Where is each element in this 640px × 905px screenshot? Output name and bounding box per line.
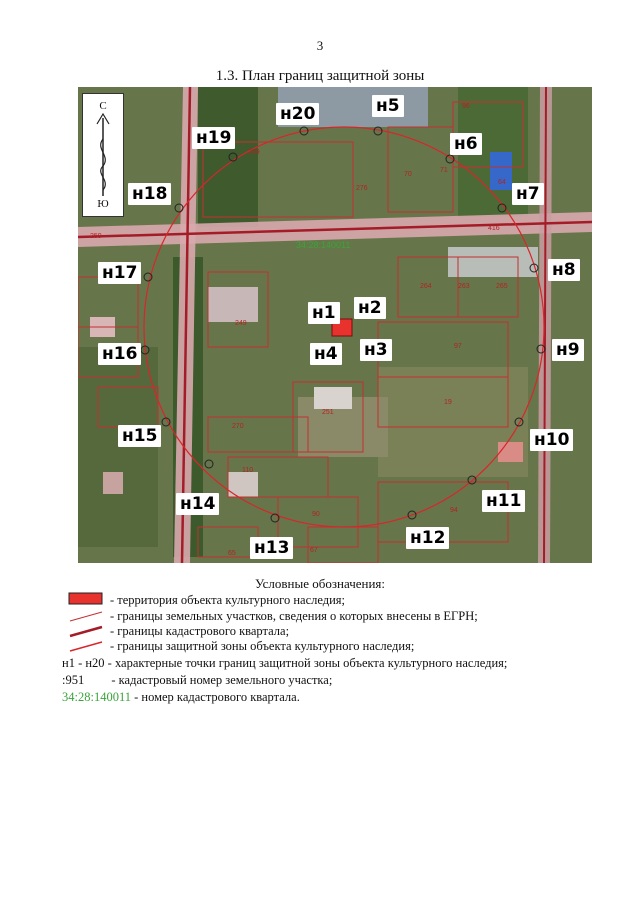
- building-roof: [208, 287, 258, 322]
- parcel-number: 259: [90, 233, 102, 240]
- point-label-n11: н11: [482, 490, 526, 512]
- parcel-number: 19: [444, 399, 452, 406]
- parcel-number: 70: [404, 171, 412, 178]
- point-label-n4: н4: [310, 343, 342, 365]
- parcel-number: 251: [322, 409, 334, 416]
- parcel-number: 276: [356, 185, 368, 192]
- point-label-n20: н20: [276, 103, 320, 125]
- parcel-number: 64: [498, 179, 506, 186]
- point-label-n16: н16: [98, 343, 142, 365]
- quarter-boundary: [543, 87, 547, 563]
- north-arrow: С Ю: [82, 93, 124, 217]
- parcel-number: 71: [440, 167, 448, 174]
- legend-symbol-parcel: [69, 611, 103, 622]
- protection-zone-map: С Ю н1 н2 н3 н4 н5 н6 н7 н8 н9 н10 н11 н…: [78, 87, 592, 563]
- parcel-number: 67: [310, 547, 318, 554]
- point-label-n2: н2: [354, 297, 386, 319]
- legend-row-points: н1 - н20 - характерные точки границ защи…: [62, 656, 507, 671]
- building-roof: [103, 472, 123, 494]
- parcel-number: 265: [496, 283, 508, 290]
- point-label-n14: н14: [176, 493, 220, 515]
- tree-belt: [198, 87, 258, 227]
- vegetation: [78, 347, 158, 547]
- parcel-number: 97: [454, 343, 462, 350]
- parcel-boundaries: [78, 101, 524, 563]
- point-label-n13: н13: [250, 537, 294, 559]
- parcel-number: 270: [232, 423, 244, 430]
- legend-item-heritage: - территория объекта культурного наследи…: [110, 593, 346, 607]
- building-roof: [448, 247, 538, 277]
- parcel-number: 264: [420, 283, 432, 290]
- parcel-number: 249: [235, 320, 247, 327]
- south-label: Ю: [97, 198, 109, 210]
- point-label-n5: н5: [372, 95, 404, 117]
- parcel-number: 416: [488, 225, 500, 232]
- parcel-number: 110: [242, 467, 254, 474]
- parcel-number: 94: [450, 507, 458, 514]
- page-title: 1.3. План границ защитной зоны: [215, 68, 425, 84]
- point-label-n12: н12: [406, 527, 450, 549]
- point-label-n3: н3: [360, 339, 392, 361]
- parcel-number: 65: [228, 550, 236, 557]
- point-label-n9: н9: [552, 339, 584, 361]
- north-label: С: [99, 100, 107, 112]
- building-blue-roof: [490, 152, 512, 190]
- legend-row-parcel-number: :951 - кадастровый номер земельного учас…: [62, 673, 332, 688]
- legend-item-quarter: - границы кадастрового квартала;: [110, 624, 290, 638]
- point-label-n15: н15: [118, 425, 162, 447]
- map-canvas: [78, 87, 592, 563]
- point-label-n1: н1: [308, 302, 340, 324]
- point-label-n7: н7: [512, 183, 544, 205]
- quarter-boundary: [78, 220, 592, 239]
- point-label-n18: н18: [128, 183, 172, 205]
- page-number: 3: [316, 38, 324, 53]
- legend-symbol-quarter: [69, 625, 103, 638]
- building-roof: [314, 387, 352, 409]
- point-label-n19: н19: [192, 127, 236, 149]
- compass-arrow-icon: [96, 112, 110, 196]
- legend-parcel-text: - кадастровый номер земельного участка;: [111, 673, 333, 687]
- legend-quarter-example: 34:28:140011: [62, 690, 131, 704]
- legend-heading: Условные обозначения:: [254, 576, 386, 591]
- point-label-n6: н6: [450, 133, 482, 155]
- legend-quarter-text: - номер кадастрового квартала.: [134, 690, 300, 704]
- legend-points-range: н1 - н20: [62, 656, 105, 670]
- quarter-number: 34:28:140011: [296, 240, 351, 250]
- legend-symbol-zone: [69, 641, 103, 652]
- parcel-number: 259: [248, 149, 260, 156]
- parcel-number: 263: [458, 283, 470, 290]
- point-label-n8: н8: [548, 259, 580, 281]
- parcel-number: 90: [312, 511, 320, 518]
- legend-parcel-example: :951: [62, 673, 85, 687]
- point-label-n10: н10: [530, 429, 574, 451]
- legend-points-text: - характерные точки границ защитной зоны…: [107, 656, 508, 670]
- legend-row-quarter-number: 34:28:140011 - номер кадастрового кварта…: [62, 690, 300, 705]
- building-roof: [498, 442, 523, 462]
- protection-zone-boundary: [143, 126, 545, 528]
- parcel-number: 96: [462, 103, 470, 110]
- legend-item-zone: - границы защитной зоны объекта культурн…: [110, 639, 415, 653]
- legend-item-parcel: - границы земельных участков, сведения о…: [110, 609, 478, 623]
- quarter-boundary: [180, 87, 192, 563]
- legend-symbol-heritage: [68, 592, 103, 605]
- point-label-n17: н17: [98, 262, 142, 284]
